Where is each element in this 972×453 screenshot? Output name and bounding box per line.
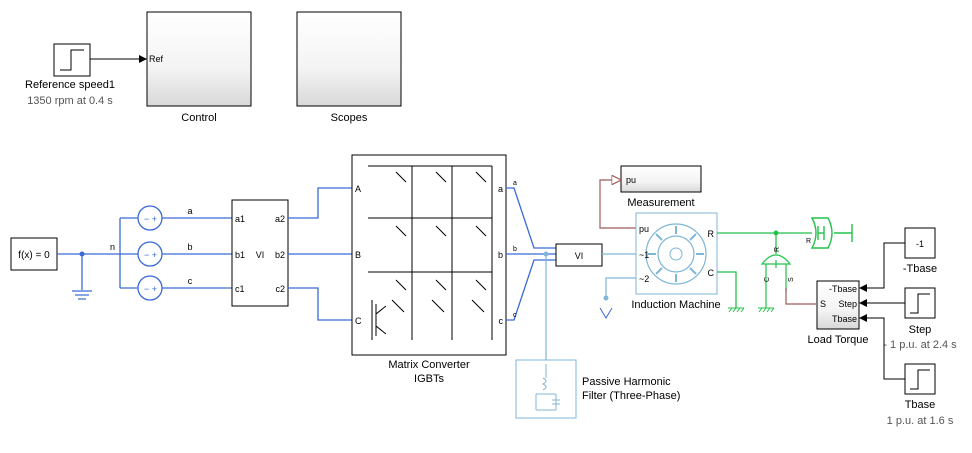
torque-source-icon[interactable] xyxy=(760,254,792,308)
matrix-in-c: C xyxy=(355,316,362,326)
voltage-source-b[interactable]: − + xyxy=(120,241,232,267)
load-torque-p1: -Tbase xyxy=(829,284,857,294)
load-torque-block[interactable] xyxy=(816,280,860,330)
machine-c-port: C xyxy=(708,268,715,278)
reference-speed-subtitle: 1350 rpm at 0.4 s xyxy=(27,95,113,107)
measurement-port: pu xyxy=(626,175,636,185)
control-block[interactable] xyxy=(146,11,252,107)
motor-icon xyxy=(645,223,707,285)
fx-solver-block[interactable] xyxy=(10,237,58,271)
load-torque-s: S xyxy=(820,299,826,309)
neg-tbase-block[interactable] xyxy=(904,227,936,259)
vi-measurement-left[interactable] xyxy=(231,199,289,307)
tap-c-label: c xyxy=(513,312,517,319)
machine-r-port: R xyxy=(708,229,715,239)
torque-c-label: C xyxy=(764,277,771,282)
matrix-out-b: b xyxy=(498,250,503,260)
vi-left-center: VI xyxy=(256,250,265,260)
machine-pu-port: pu xyxy=(639,224,649,234)
scopes-title: Scopes xyxy=(331,112,368,124)
tbase-subtitle: 1 p.u. at 1.6 s xyxy=(887,415,954,427)
load-torque-p3: Tbase xyxy=(832,314,857,324)
vi-measurement-right[interactable] xyxy=(555,243,603,267)
fx-solver-text: f(x) = 0 xyxy=(18,250,50,261)
matrix-in-a: A xyxy=(355,184,361,194)
machine-s1-port: ~1 xyxy=(639,250,649,260)
step-block[interactable] xyxy=(904,287,936,319)
case-wire xyxy=(717,271,737,308)
vi-left-a1: a1 xyxy=(235,214,245,224)
s2-neutral-icon xyxy=(599,307,613,319)
step-icon-3 xyxy=(910,369,930,390)
load-torque-p2: Step xyxy=(838,299,857,309)
machine-s2-port: ~2 xyxy=(639,274,649,284)
switch-matrix-icon xyxy=(368,165,493,340)
neg-tbase-signal xyxy=(859,242,905,292)
step-icon-2 xyxy=(910,293,930,314)
scopes-block[interactable] xyxy=(296,11,402,107)
filter-title-2: Filter (Three-Phase) xyxy=(582,390,680,402)
vi-left-a2: a2 xyxy=(275,214,285,224)
reference-speed-title: Reference speed1 xyxy=(25,79,115,91)
load-torque-title: Load Torque xyxy=(808,334,869,346)
step-subtitle: - 1 p.u. at 2.4 s xyxy=(883,339,957,351)
matrix-out-c: c xyxy=(499,316,504,326)
step-title: Step xyxy=(909,324,932,336)
ground-icon xyxy=(72,290,92,300)
vi-left-c1: c1 xyxy=(235,284,245,294)
torque-r-label: R xyxy=(774,247,781,252)
matrix-out-a: a xyxy=(498,184,503,194)
wire-c-to-matrix xyxy=(288,287,352,321)
wire-out-a xyxy=(506,187,556,249)
wire-out-c xyxy=(506,259,556,321)
phase-c-label: c xyxy=(188,276,193,286)
mechanical-ground-icon xyxy=(728,307,775,313)
measurement-title: Measurement xyxy=(627,197,694,209)
control-title: Control xyxy=(181,112,216,124)
tap-a-label: a xyxy=(513,180,517,187)
node-n-label: n xyxy=(110,242,115,252)
phase-a-label: a xyxy=(187,206,192,216)
filter-title-1: Passive Harmonic xyxy=(582,376,671,388)
induction-machine-title: Induction Machine xyxy=(631,299,720,311)
matrix-in-b: B xyxy=(355,250,361,260)
s2-terminal xyxy=(603,295,609,301)
matrix-title-2: IGBTs xyxy=(414,373,444,385)
measurement-block[interactable] xyxy=(620,165,702,193)
voltage-source-a[interactable]: − + xyxy=(120,205,232,231)
matrix-title-1: Matrix Converter xyxy=(388,359,470,371)
neg-tbase-value: -1 xyxy=(916,239,924,249)
vi-right-center: VI xyxy=(575,251,584,261)
svg-text:− +: − + xyxy=(144,284,157,294)
control-ref-port: Ref xyxy=(149,54,164,64)
filter-circuit-icon xyxy=(535,364,560,411)
phase-b-label: b xyxy=(187,242,192,252)
vi-left-c2: c2 xyxy=(275,284,285,294)
svg-text:− +: − + xyxy=(144,214,157,224)
torque-s-label: S xyxy=(788,277,795,282)
tbase-block[interactable] xyxy=(904,363,936,395)
matrix-converter-block[interactable] xyxy=(351,154,507,356)
tbase-title: Tbase xyxy=(905,399,936,411)
torque-signal-line xyxy=(785,288,816,305)
vi-left-b2: b2 xyxy=(275,250,285,260)
measurement-signal-line xyxy=(599,180,636,229)
inertia-icon[interactable] xyxy=(810,217,853,249)
machine-s2-wire xyxy=(605,277,636,298)
vi-left-b1: b1 xyxy=(235,250,245,260)
step-icon xyxy=(60,49,84,71)
tbase-signal xyxy=(859,314,905,380)
tap-b-label: b xyxy=(513,246,517,253)
reference-speed-block[interactable] xyxy=(53,43,91,77)
voltage-source-c[interactable]: − + xyxy=(120,275,232,301)
wire-a-to-matrix xyxy=(288,187,352,219)
neg-tbase-title: -Tbase xyxy=(903,263,937,275)
svg-text:− +: − + xyxy=(144,250,157,260)
inertia-r-label: R xyxy=(806,238,811,245)
